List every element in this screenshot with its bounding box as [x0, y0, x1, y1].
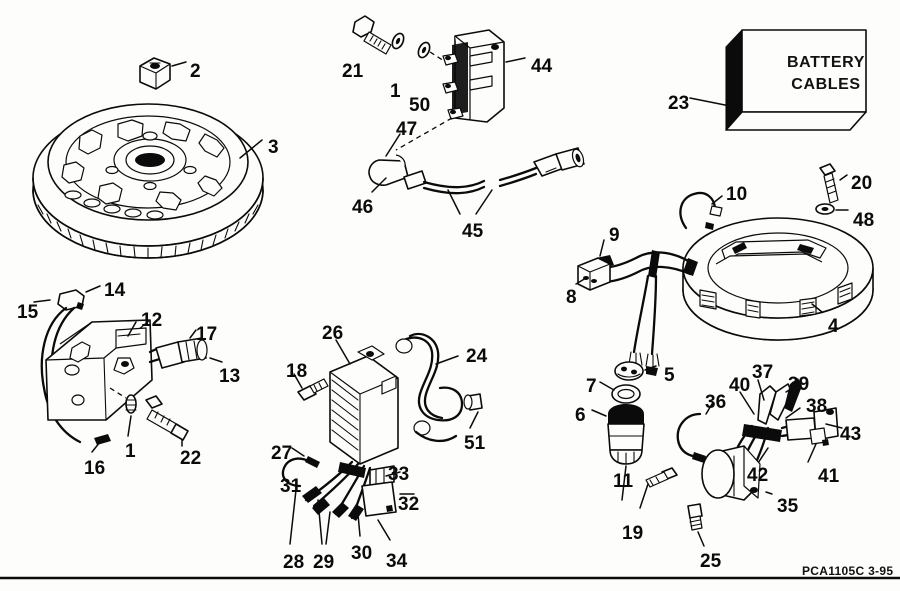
callout-39[interactable]: 39	[788, 374, 810, 395]
lower-harness	[639, 378, 843, 547]
callout-5[interactable]: 5	[664, 365, 675, 386]
callout-7[interactable]: 7	[586, 376, 597, 397]
solenoid-35	[701, 445, 761, 501]
washer-50	[417, 41, 431, 59]
callout-19[interactable]: 19	[622, 523, 644, 544]
callout-31[interactable]: 31	[280, 476, 302, 497]
tie-strap-10	[679, 191, 723, 230]
power-pack-body-26	[329, 345, 399, 465]
callout-9[interactable]: 9	[609, 225, 620, 246]
callout-13[interactable]: 13	[219, 366, 241, 387]
callout-29[interactable]: 29	[313, 552, 335, 573]
harness-loop-24	[395, 332, 464, 443]
catalog-code: PCA1105C 3-95	[802, 564, 894, 578]
callout-30[interactable]: 30	[351, 543, 373, 564]
spark-plug-boot-13	[155, 337, 208, 369]
callout-1-coil-mount[interactable]: 1	[390, 81, 401, 102]
callout-16[interactable]: 16	[84, 458, 106, 479]
coil-pack-12	[33, 285, 223, 453]
callout-51[interactable]: 51	[464, 433, 486, 454]
callout-10[interactable]: 10	[726, 184, 748, 205]
callout-26[interactable]: 26	[322, 323, 344, 344]
callout-41[interactable]: 41	[818, 466, 840, 487]
battery-cables-line1: BATTERY	[787, 54, 865, 71]
washer-1-coil	[125, 394, 137, 414]
callout-12[interactable]: 12	[141, 310, 163, 331]
callout-3[interactable]: 3	[268, 137, 279, 158]
power-pack-assembly	[281, 332, 483, 545]
callout-18[interactable]: 18	[286, 361, 308, 382]
callout-34[interactable]: 34	[386, 551, 408, 572]
tie-strap-27	[281, 456, 320, 488]
washer-1	[391, 32, 405, 50]
callout-38[interactable]: 38	[806, 396, 828, 417]
o-ring-7	[611, 384, 641, 404]
bolt-21	[352, 15, 392, 55]
callout-15[interactable]: 15	[17, 302, 39, 323]
battery-cables-box	[689, 29, 867, 131]
terminal-cap-5	[614, 361, 644, 381]
callout-17[interactable]: 17	[196, 324, 218, 345]
callout-14[interactable]: 14	[104, 280, 126, 301]
callout-27[interactable]: 27	[271, 443, 293, 464]
callout-46[interactable]: 46	[352, 197, 374, 218]
callout-48[interactable]: 48	[853, 210, 875, 231]
battery-cables-line2: CABLES	[791, 75, 861, 93]
bolt-22	[145, 395, 189, 441]
callout-4[interactable]: 4	[828, 316, 839, 337]
coil-body	[45, 319, 153, 421]
screw-19	[645, 467, 678, 488]
flywheel-deck	[47, 103, 249, 221]
rectifier-stack	[591, 361, 657, 501]
callout-32[interactable]: 32	[398, 494, 420, 515]
callout-11[interactable]: 11	[613, 471, 634, 492]
spark-plug-leads	[368, 133, 585, 215]
flywheel-nut	[139, 57, 171, 90]
harness-connector-32	[361, 465, 397, 517]
callout-37[interactable]: 37	[752, 362, 774, 383]
callout-21[interactable]: 21	[342, 61, 364, 82]
callout-45[interactable]: 45	[462, 221, 484, 242]
flywheel-assembly	[32, 57, 264, 259]
stator-windings	[715, 239, 827, 265]
callout-36[interactable]: 36	[705, 392, 727, 413]
heat-sink-fins	[331, 379, 359, 451]
stator-connector-8	[577, 255, 614, 291]
washer-48	[815, 203, 835, 215]
callout-28[interactable]: 28	[283, 552, 305, 573]
callout-33[interactable]: 33	[388, 464, 410, 485]
callout-35[interactable]: 35	[777, 496, 799, 517]
callout-44[interactable]: 44	[531, 56, 553, 77]
screw-25	[687, 503, 703, 531]
callout-20[interactable]: 20	[851, 173, 873, 194]
callout-8[interactable]: 8	[566, 287, 577, 308]
callout-25[interactable]: 25	[700, 551, 722, 572]
flywheel-vents	[64, 190, 164, 220]
stator-assembly	[575, 163, 874, 376]
callout-2[interactable]: 2	[190, 61, 201, 82]
callout-22[interactable]: 22	[180, 448, 202, 469]
callout-24[interactable]: 24	[466, 346, 488, 367]
callout-1-coil[interactable]: 1	[125, 441, 136, 462]
screw-20	[819, 163, 839, 204]
battery-cables-label: BATTERY CABLES	[766, 52, 886, 95]
flywheel-magnets	[61, 119, 225, 211]
callout-47[interactable]: 47	[396, 119, 418, 140]
tie-strap-36	[676, 412, 706, 463]
callout-23[interactable]: 23	[668, 93, 690, 114]
stator-laminations	[699, 282, 853, 319]
callout-40[interactable]: 40	[729, 375, 751, 396]
power-pack-wires	[302, 460, 372, 521]
ignition-coil-assembly	[352, 15, 526, 151]
callout-50[interactable]: 50	[409, 95, 431, 116]
ignition-coil-44	[442, 29, 505, 123]
stator-ring-4	[682, 217, 874, 341]
grommet-51	[463, 393, 483, 411]
callout-43[interactable]: 43	[840, 424, 862, 445]
connector-body-6	[607, 404, 645, 465]
callout-42[interactable]: 42	[747, 465, 769, 486]
callout-6[interactable]: 6	[575, 405, 586, 426]
screw-18	[297, 378, 329, 401]
